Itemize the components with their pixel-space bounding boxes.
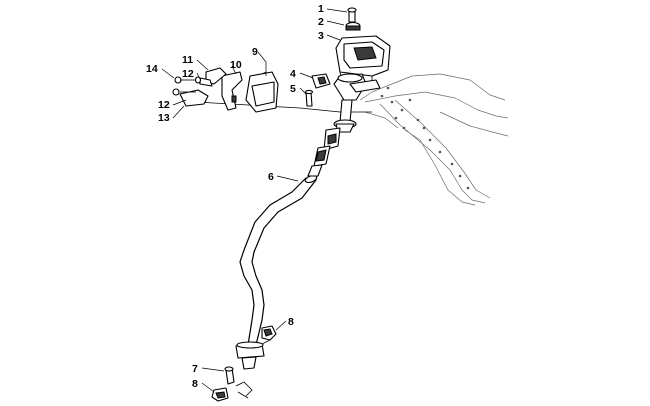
callout-6: 6 bbox=[268, 171, 274, 183]
lower-fasteners bbox=[211, 325, 277, 402]
callout-12-lower: 12 bbox=[158, 99, 170, 111]
callout-7: 7 bbox=[192, 363, 198, 375]
callout-10: 10 bbox=[230, 59, 242, 71]
callout-2: 2 bbox=[318, 16, 324, 28]
callout-3: 3 bbox=[318, 30, 324, 42]
frame-outline bbox=[359, 73, 509, 206]
callout-5: 5 bbox=[290, 83, 296, 95]
callout-8-lower: 8 bbox=[192, 378, 198, 390]
callout-11: 11 bbox=[182, 54, 193, 66]
callout-12-upper: 12 bbox=[182, 68, 194, 80]
callout-1: 1 bbox=[318, 3, 324, 15]
steering-post bbox=[235, 174, 318, 370]
clamp-parts bbox=[172, 67, 279, 113]
callout-4: 4 bbox=[290, 68, 296, 80]
leader-lines bbox=[161, 8, 348, 393]
callout-14: 14 bbox=[146, 63, 158, 75]
callout-8-upper: 8 bbox=[288, 316, 294, 328]
reference-line bbox=[195, 101, 372, 113]
callout-13: 13 bbox=[158, 112, 170, 124]
callout-9: 9 bbox=[252, 46, 258, 58]
upper-column-assembly bbox=[304, 7, 391, 177]
callout-labels: 1 2 3 4 5 6 7 8 8 9 10 11 12 12 13 14 bbox=[146, 3, 324, 390]
